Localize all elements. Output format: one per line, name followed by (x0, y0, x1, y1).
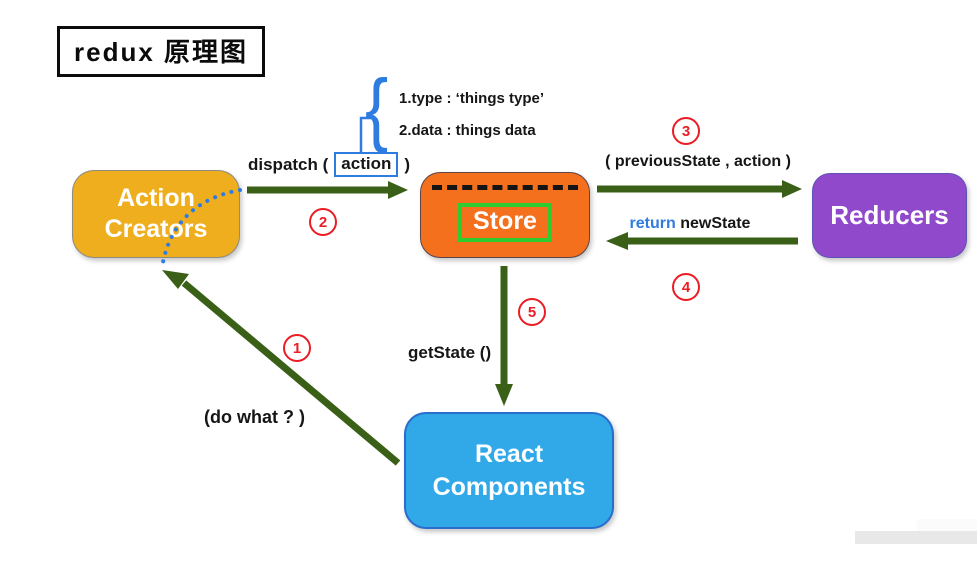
store-dashed-line (432, 185, 578, 190)
step-badge-2: 2 (309, 208, 337, 236)
node-store: Store (420, 172, 590, 258)
dispatch-prefix: dispatch ( (248, 154, 329, 174)
store-label: Store (458, 202, 552, 242)
return-keyword: return (629, 215, 676, 232)
previous-state-arrow (597, 180, 802, 198)
watermark-remnant-bar (855, 531, 977, 544)
return-newstate-label: return newState (600, 215, 780, 233)
annotation-data-line: 2.data : things data (399, 122, 536, 139)
action-chip: action (334, 152, 399, 177)
dispatch-suffix: ) (404, 154, 411, 174)
node-react-components: React Components (404, 412, 614, 529)
step-badge-3: 3 (672, 117, 700, 145)
curly-brace: { (365, 63, 389, 154)
previous-state-label: ( previousState , action ) (605, 153, 791, 170)
step-badge-4: 4 (672, 273, 700, 301)
step-badge-5: 5 (518, 298, 546, 326)
getstate-label: getState () (408, 343, 492, 362)
page-title: redux 原理图 (57, 26, 266, 77)
watermark-remnant-top (917, 519, 977, 531)
dispatch-arrow (247, 181, 408, 199)
return-newstate-arrow (606, 232, 798, 250)
node-reducers: Reducers (812, 173, 967, 258)
do-what-arrow (162, 270, 401, 466)
annotation-type-line: 1.type : ‘things type’ (399, 90, 545, 107)
getstate-arrow (495, 266, 513, 406)
node-action-creators: Action Creators (72, 170, 240, 258)
step-badge-1: 1 (283, 334, 311, 362)
dispatch-label: dispatch ( action ) (248, 152, 410, 177)
do-what-label: (do what ? ) (204, 407, 305, 427)
newstate-text: newState (675, 215, 751, 232)
